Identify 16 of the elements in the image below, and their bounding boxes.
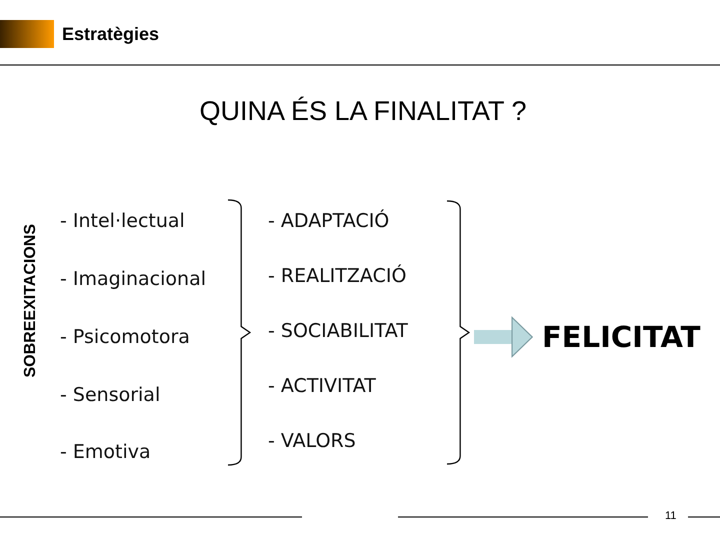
list-item: - VALORS xyxy=(268,430,356,452)
list-item: - Psicomotora xyxy=(60,326,190,348)
list-item: - ACTIVITAT xyxy=(268,375,376,397)
list-item: - Intel·lectual xyxy=(60,210,185,232)
list-item: - ADAPTACIÓ xyxy=(268,210,390,232)
result-text: FELICITAT xyxy=(542,319,700,356)
arrow xyxy=(474,316,533,358)
slide-title: QUINA ÉS LA FINALITAT ? xyxy=(198,96,528,127)
list-item: - Sensorial xyxy=(60,384,160,406)
list-item: - REALITZACIÓ xyxy=(268,265,406,287)
page-number: 11 xyxy=(665,510,676,522)
list-item: - Imaginacional xyxy=(60,268,206,290)
vertical-label: SOBREEXITACIONS xyxy=(22,224,40,378)
slide-header: Estratègies xyxy=(62,24,160,45)
list-item: - Emotiva xyxy=(60,441,151,463)
list-item: - SOCIABILITAT xyxy=(268,320,408,342)
